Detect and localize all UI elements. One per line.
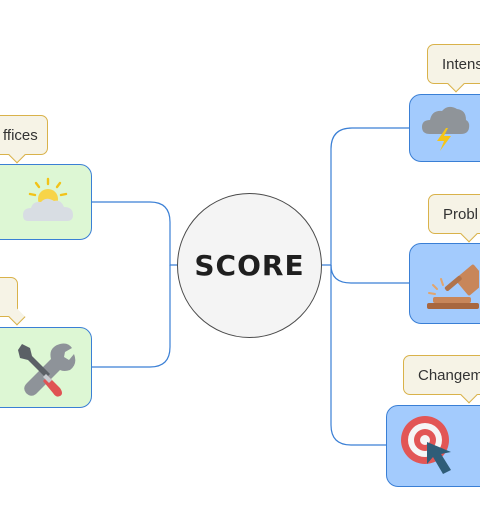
central-topic[interactable]: SCORE: [177, 193, 322, 338]
sun-cloud-icon: [18, 177, 78, 227]
tools-icon: [16, 338, 76, 398]
connector-left-bottom: [92, 265, 171, 368]
connector-left-top: [92, 201, 177, 266]
topic-node-right-bottom[interactable]: [386, 405, 480, 487]
connector-right-middle: [330, 264, 410, 284]
callout-offices[interactable]: ffices: [0, 115, 48, 155]
callout-offices-label: ffices: [3, 126, 38, 144]
callout-intensity[interactable]: Intens: [427, 44, 480, 84]
callout-left-bottom[interactable]: [0, 277, 18, 317]
storm-cloud-icon: [420, 104, 470, 152]
topic-node-right-middle[interactable]: [409, 243, 480, 324]
target-icon: [399, 414, 463, 478]
topic-node-right-top[interactable]: [409, 94, 480, 162]
topic-node-left-top[interactable]: [0, 164, 92, 240]
connector-right-bottom: [330, 265, 386, 446]
callout-changement-label: Changem: [418, 366, 480, 384]
callout-problem-label: Probl: [443, 205, 479, 223]
callout-changement[interactable]: Changem: [403, 355, 480, 395]
connector-right-top: [322, 127, 410, 266]
gavel-icon: [419, 255, 479, 313]
topic-node-left-bottom[interactable]: [0, 327, 92, 408]
callout-intensity-label: Intens: [442, 55, 480, 73]
callout-problem[interactable]: Probl: [428, 194, 480, 234]
central-topic-label: SCORE: [194, 249, 305, 282]
